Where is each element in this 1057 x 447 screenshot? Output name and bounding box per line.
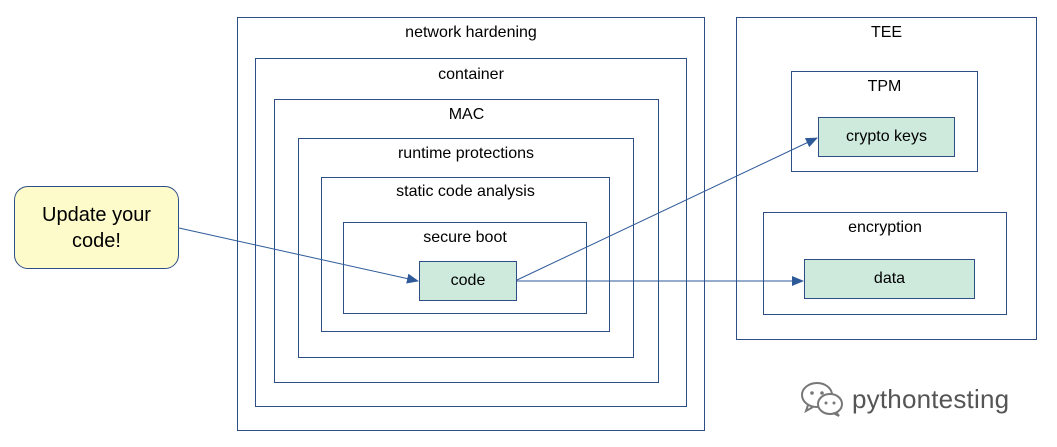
mac-label: MAC: [448, 106, 485, 123]
update-note-line1: Update your: [42, 203, 151, 226]
wechat-icon: [801, 382, 843, 417]
data-box: data: [804, 259, 975, 299]
update-note: Update your code!: [14, 186, 179, 269]
static-code-analysis-box: static code analysis: [321, 177, 610, 332]
tee-box: TEE: [736, 17, 1037, 340]
arrow-code-to-crypto-keys: [516, 137, 818, 281]
secure-boot-label: secure boot: [423, 229, 507, 246]
container-box: container: [255, 58, 687, 407]
network-hardening-box: network hardening: [237, 17, 705, 431]
container-label: container: [438, 66, 504, 83]
arrow-note-to-code: [178, 227, 419, 284]
code-box: code: [419, 261, 517, 301]
crypto-keys-box: crypto keys: [818, 117, 955, 157]
encryption-label: encryption: [848, 219, 922, 236]
runtime-protections-box: runtime protections: [298, 138, 634, 358]
mac-box: MAC: [274, 99, 659, 383]
tpm-box: TPM: [791, 71, 978, 172]
watermark: pythontesting: [800, 380, 1009, 418]
watermark-text: pythontesting: [852, 383, 1010, 414]
tpm-label: TPM: [867, 78, 902, 95]
network-hardening-label: network hardening: [405, 24, 537, 41]
encryption-box: encryption: [763, 212, 1007, 315]
static-code-analysis-label: static code analysis: [396, 183, 535, 200]
secure-boot-box: secure boot: [343, 222, 587, 314]
tee-label: TEE: [870, 24, 903, 41]
update-note-line2: code!: [72, 229, 121, 252]
runtime-protections-label: runtime protections: [397, 145, 535, 162]
